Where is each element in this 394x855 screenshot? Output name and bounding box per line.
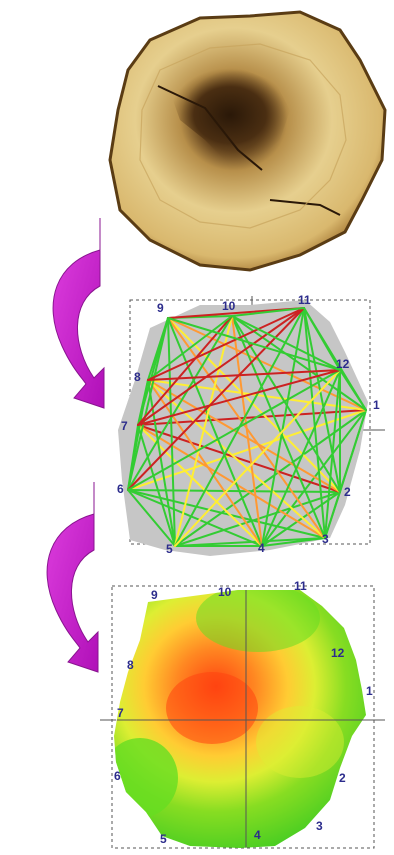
- map-green-top: [196, 584, 320, 652]
- sensor-label-2: 2: [344, 486, 351, 498]
- sensor-label-4: 4: [258, 542, 265, 554]
- sensor-label-3: 3: [322, 533, 329, 545]
- map-label-4: 4: [254, 829, 261, 841]
- map-label-6: 6: [114, 770, 121, 782]
- map-label-8: 8: [127, 659, 134, 671]
- map-label-5: 5: [160, 833, 167, 845]
- sensor-label-9: 9: [157, 302, 164, 314]
- sensor-label-12: 12: [336, 358, 349, 370]
- map-label-1: 1: [366, 685, 373, 697]
- wood-cross-section-photo: [110, 12, 385, 270]
- sensor-label-10: 10: [222, 300, 235, 312]
- map-yellow-center: [256, 706, 344, 778]
- map-red-core: [166, 672, 258, 744]
- tomogram-map: [100, 580, 390, 850]
- arrow-2: [47, 482, 98, 672]
- sensor-label-11: 11: [298, 294, 311, 306]
- sensor-label-7: 7: [121, 420, 128, 432]
- sensor-label-5: 5: [166, 543, 173, 555]
- map-label-12: 12: [331, 647, 344, 659]
- arrow-1: [53, 218, 104, 408]
- map-label-3: 3: [316, 820, 323, 832]
- sound-paths-diagram: [118, 296, 385, 556]
- sensor-label-6: 6: [117, 483, 124, 495]
- sensor-label-8: 8: [134, 371, 141, 383]
- map-label-10: 10: [218, 586, 231, 598]
- velocity-map: [100, 580, 390, 850]
- map-label-7: 7: [117, 707, 124, 719]
- sensor-label-1: 1: [373, 399, 380, 411]
- map-label-9: 9: [151, 589, 158, 601]
- map-label-11: 11: [294, 580, 307, 592]
- map-label-2: 2: [339, 772, 346, 784]
